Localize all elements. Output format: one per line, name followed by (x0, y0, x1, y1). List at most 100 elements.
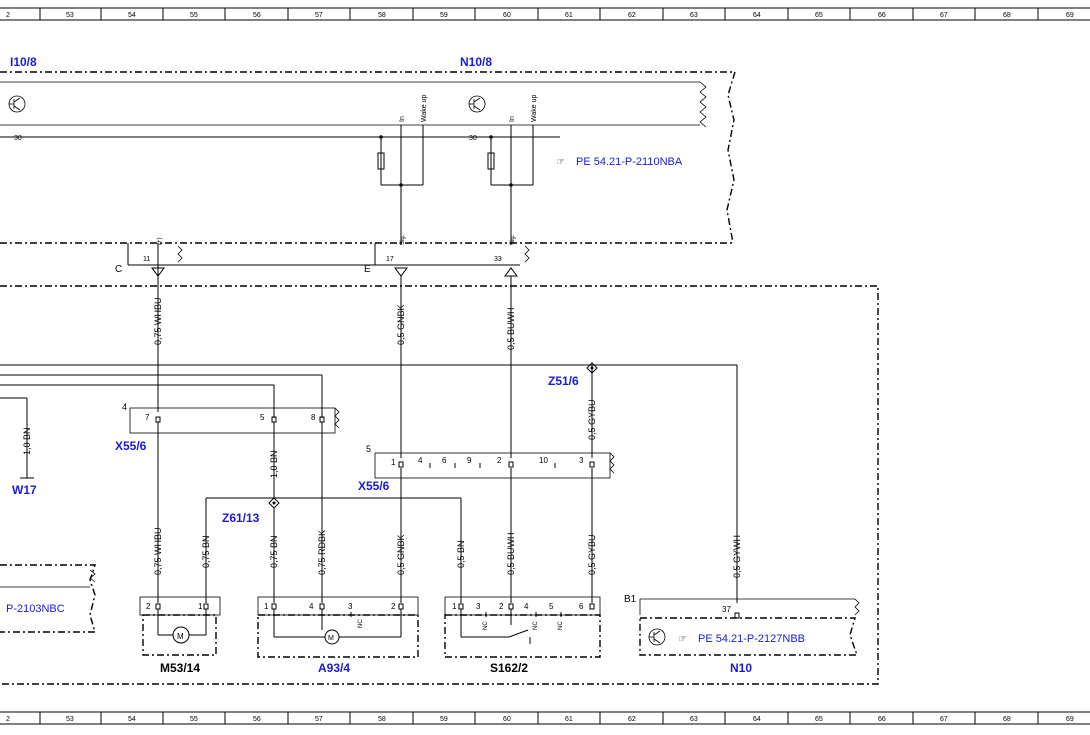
buses: 1,0 BN W17 (0, 364, 738, 603)
a93-4-label: A93/4 (318, 661, 350, 675)
ruler-label: 56 (253, 716, 261, 723)
n10-8-block: I10/8 N10/8 30 30 In Wake up (0, 55, 736, 245)
x55-6-connector-4: 4 7 5 8 X55/6 (115, 402, 340, 453)
ruler-label: 57 (315, 12, 323, 19)
z51-6-label: Z51/6 (548, 374, 579, 388)
ruler-label: 69 (1066, 716, 1074, 723)
ruler-label: 65 (815, 716, 823, 723)
pin-label: 2 (146, 602, 151, 611)
n10-8-label: N10/8 (460, 55, 492, 69)
s162-2-label: S162/2 (490, 661, 528, 675)
n10-label: N10 (730, 661, 752, 675)
ruler-label: 2 (6, 12, 10, 19)
pin-label: 8 (311, 413, 316, 422)
ruler-label: 61 (565, 716, 573, 723)
w17-label: W17 (12, 483, 37, 497)
b1-label: B1 (624, 594, 637, 605)
a93-4-component: 1 4 3 2 NC M A93/4 (257, 596, 419, 675)
in-terminal: In (399, 116, 406, 122)
pe-reference-top: PE 54.21-P-2110NBA (576, 156, 683, 168)
reference-hand-icon: ☞ (678, 634, 687, 645)
wake-up-terminal: Wake up (531, 95, 538, 122)
pin-label: 4 (418, 456, 423, 465)
switch-icon (508, 629, 529, 638)
wire-label: 0,5 GYBU (587, 399, 597, 440)
pin-label: 2 (497, 456, 502, 465)
m53-14-component: 2 1 M M53/14 (139, 596, 221, 675)
ruler-label: 68 (1003, 716, 1011, 723)
nc-label: NC (483, 621, 489, 630)
transistor-icon (648, 628, 666, 646)
pin-label: 7 (145, 413, 150, 422)
motor-icon (172, 626, 190, 644)
sig-terminal: Sig. (510, 234, 516, 245)
connector-number: 5 (366, 444, 371, 454)
ruler-label: 65 (815, 12, 823, 19)
pin-label: 5 (260, 413, 265, 422)
ruler-label: 53 (66, 12, 74, 19)
ruler-label: 58 (378, 12, 386, 19)
pin-label: 2 (499, 602, 504, 611)
m53-14-label: M53/14 (160, 661, 200, 675)
motor-symbol: M (177, 632, 184, 641)
pin-label: 10 (539, 456, 548, 465)
pin-17: 17 (386, 256, 394, 263)
wire-label: 0,5 BUWH (506, 307, 516, 350)
wire-label: 1,0 BN (22, 427, 32, 455)
wire-label: 0,75 BN (201, 535, 211, 568)
pin-label: 1 (198, 602, 203, 611)
in-terminal: In (509, 116, 516, 122)
wire-label: 0,5 BUWH (506, 532, 516, 575)
ruler-label: 54 (128, 716, 136, 723)
pin-label: 1 (264, 602, 269, 611)
pin-label: 6 (579, 602, 584, 611)
harness-boundary (0, 285, 879, 685)
ruler-label: 61 (565, 12, 573, 19)
z61-13-label: Z61/13 (222, 511, 260, 525)
wire-label: 0,75 RDBK (317, 530, 327, 575)
transistor-icon (8, 95, 26, 113)
motor-symbol: M (328, 635, 334, 642)
wire-label: 0,5 BN (456, 540, 466, 568)
bottom-ruler: 2 53 54 55 56 57 58 59 60 61 62 63 64 65… (0, 711, 1090, 725)
ruler-label: 64 (753, 716, 761, 723)
pin-label: 37 (722, 605, 731, 614)
transistor-icon (468, 95, 486, 113)
ruler-label: 55 (190, 12, 198, 19)
s162-2-component: 1 3 2 4 5 6 NC NC NC S162/2 (444, 596, 601, 675)
terminal-30: 30 (14, 135, 22, 142)
pin-label: 4 (309, 602, 314, 611)
z61-13-splice: 1,0 BN Z61/13 (205, 422, 462, 603)
pin-11: 11 (143, 256, 150, 263)
wire-label: 0,5 GYBU (587, 534, 597, 575)
pin-33: 33 (494, 256, 502, 263)
pin-label: 6 (442, 456, 447, 465)
ruler-label: 59 (440, 12, 448, 19)
x55-6-label: X55/6 (358, 479, 390, 493)
wire-label: 0,5 GNBK (396, 304, 406, 345)
ruler-label: 2 (6, 716, 10, 723)
n10-component: B1 37 ☞ PE 54.21-P-2127NBB N10 (624, 594, 860, 675)
ruler-label: 69 (1066, 12, 1074, 19)
wires-bottom: 0,75 WHBU 0,75 BN 0,75 BN 0,75 RDBK 0,5 … (153, 422, 742, 603)
z51-6-splice: Z51/6 0,5 GYBU (548, 362, 598, 440)
ruler-label: 66 (878, 716, 886, 723)
wake-up-terminal: Wake up (421, 95, 428, 122)
ruler-label: 63 (690, 12, 698, 19)
pe-reference-n10: PE 54.21-P-2127NBB (698, 633, 805, 645)
pin-label: 2 (391, 602, 396, 611)
ruler-label: 68 (1003, 12, 1011, 19)
ruler-label: 59 (440, 716, 448, 723)
pe-reference-left: P-2103NBC (6, 603, 65, 615)
reference-hand-icon: ☞ (556, 157, 565, 168)
wire-label: 1,0 BN (269, 450, 279, 478)
wire-label: 0,5 GYWH (732, 535, 742, 578)
nc-label: NC (558, 621, 564, 630)
connector-c-label: C (115, 264, 122, 275)
nc-label: NC (533, 621, 539, 630)
connector-strip: C E 11 17 33 (+) Sig. Sig. (115, 234, 530, 277)
pin-label: 9 (467, 456, 472, 465)
wire-label: 0,75 WHBU (153, 297, 163, 345)
x55-6-connector-5: 5 1 4 6 9 2 10 3 X55/6 (358, 444, 615, 493)
pin-label: 1 (452, 602, 457, 611)
